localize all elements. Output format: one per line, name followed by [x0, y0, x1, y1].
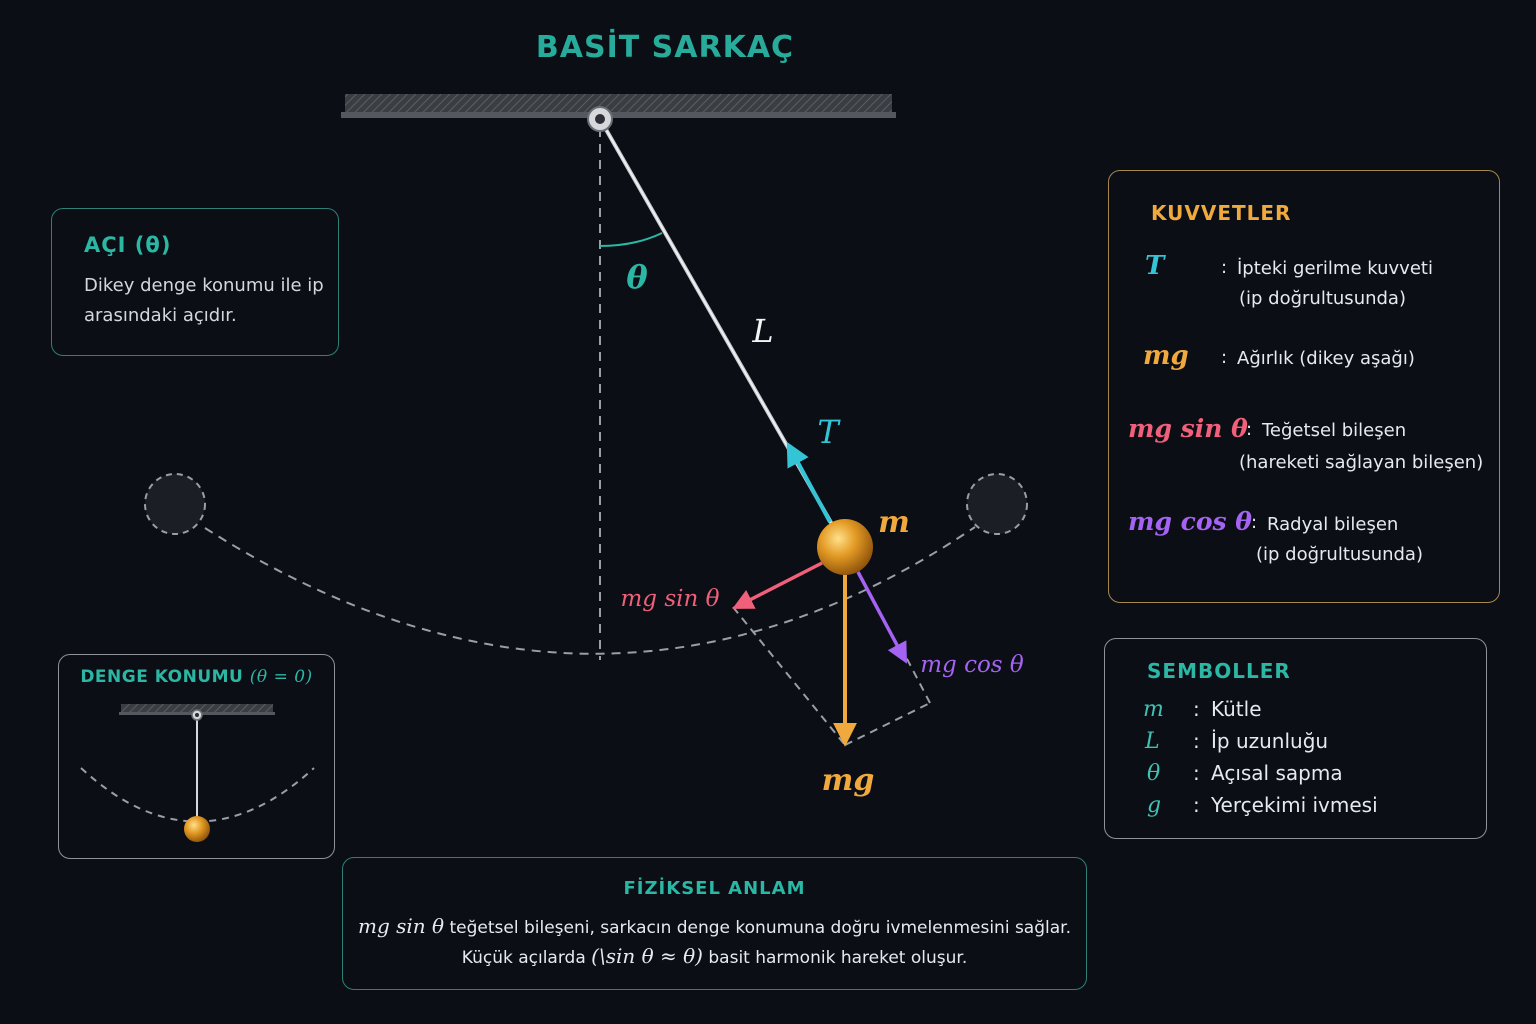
tension-label: T	[817, 413, 841, 451]
force-symbol-weight: mg	[1143, 341, 1189, 371]
symbol-desc-length: İp uzunluğu	[1211, 729, 1329, 753]
tangential-force-label: mg sin θ	[621, 586, 720, 612]
force-symbol-tangential: mg sin θ	[1128, 414, 1248, 443]
tension-arrow	[786, 441, 832, 523]
meaning-line2-suffix: basit harmonik hareket oluşur.	[708, 948, 968, 968]
forces-panel: KUVVETLER T : İpteki gerilme kuvveti (ip…	[1108, 170, 1500, 603]
symbol-colon: :	[1193, 761, 1200, 785]
force-desc-tension-line2: (ip doğrultusunda)	[1239, 288, 1406, 309]
force-colon: :	[1251, 512, 1258, 533]
force-colon: :	[1221, 347, 1228, 368]
meaning-line2-math: (\sin θ ≈ θ)	[591, 944, 703, 968]
symbol-desc-mass: Kütle	[1211, 697, 1262, 721]
equilibrium-panel-title: DENGE KONUMU (θ = 0)	[59, 667, 334, 687]
symbol-colon: :	[1193, 697, 1200, 721]
equilibrium-mini-diagram	[80, 704, 315, 842]
force-desc-tension-line1: İpteki gerilme kuvveti	[1237, 258, 1433, 279]
extreme-position-left	[144, 473, 206, 535]
tangential-force-arrow	[732, 561, 823, 609]
symbol-colon: :	[1193, 793, 1200, 817]
angle-panel-description: Dikey denge konumu ile ip arasındaki açı…	[84, 275, 324, 326]
symbol-colon: :	[1193, 729, 1200, 753]
ceiling-support	[341, 94, 896, 118]
force-desc-radial-line1: Radyal bileşen	[1267, 514, 1399, 535]
meaning-line-2: Küçük açılarda (\sin θ ≈ θ) basit harmon…	[343, 944, 1086, 968]
pivot-point	[587, 106, 613, 132]
force-desc-weight: Ağırlık (dikey aşağı)	[1237, 348, 1415, 369]
force-desc-tangential-line2: (hareketi sağlayan bileşen)	[1239, 452, 1484, 473]
angle-panel: AÇI (θ) Dikey denge konumu ile ip arasın…	[51, 208, 339, 356]
forces-panel-title: KUVVETLER	[1151, 201, 1292, 225]
radial-force-arrow	[856, 571, 907, 664]
meaning-line2-prefix: Küçük açılarda	[461, 948, 586, 968]
pendulum-bob	[817, 519, 873, 575]
radial-force-label: mg cos θ	[920, 652, 1024, 678]
symbol-length: L	[1145, 729, 1160, 754]
page-title: BASİT SARKAÇ	[535, 30, 795, 65]
meaning-line1-text: teğetsel bileşeni, sarkacın denge konumu…	[449, 918, 1071, 938]
mass-label: m	[878, 505, 910, 540]
equilibrium-title-text: DENGE KONUMU	[80, 667, 244, 687]
angle-arc	[599, 232, 663, 247]
force-colon: :	[1221, 257, 1228, 278]
force-symbol-radial: mg cos θ	[1128, 507, 1252, 536]
weight-label: mg	[822, 763, 875, 798]
extreme-position-right	[966, 473, 1028, 535]
theta-label: θ	[626, 258, 648, 296]
symbols-panel-title: SEMBOLLER	[1147, 659, 1291, 683]
symbol-desc-theta: Açısal sapma	[1211, 761, 1343, 785]
force-colon: :	[1246, 419, 1253, 440]
force-desc-radial-line2: (ip doğrultusunda)	[1256, 544, 1423, 565]
length-label: L	[751, 312, 773, 350]
symbol-theta: θ	[1147, 761, 1161, 786]
equilibrium-title-math: (θ = 0)	[249, 667, 313, 687]
symbol-gravity: g	[1147, 793, 1162, 818]
component-projection-lines	[732, 606, 931, 746]
meaning-panel-title: FİZİKSEL ANLAM	[623, 878, 806, 899]
meaning-line-1: mg sin θ teğetsel bileşeni, sarkacın den…	[343, 914, 1086, 938]
symbols-panel: SEMBOLLER m : Kütle L : İp uzunluğu θ : …	[1104, 638, 1487, 839]
force-desc-tangential-line1: Teğetsel bileşen	[1262, 420, 1407, 441]
angle-panel-title: AÇI (θ)	[84, 233, 172, 257]
meaning-line1-math: mg sin θ	[357, 914, 445, 938]
symbol-desc-gravity: Yerçekimi ivmesi	[1211, 793, 1378, 817]
meaning-panel: FİZİKSEL ANLAM mg sin θ teğetsel bileşen…	[342, 857, 1087, 990]
equilibrium-panel: DENGE KONUMU (θ = 0)	[58, 654, 335, 859]
symbol-mass: m	[1143, 697, 1164, 722]
force-symbol-tension: T	[1145, 251, 1165, 281]
